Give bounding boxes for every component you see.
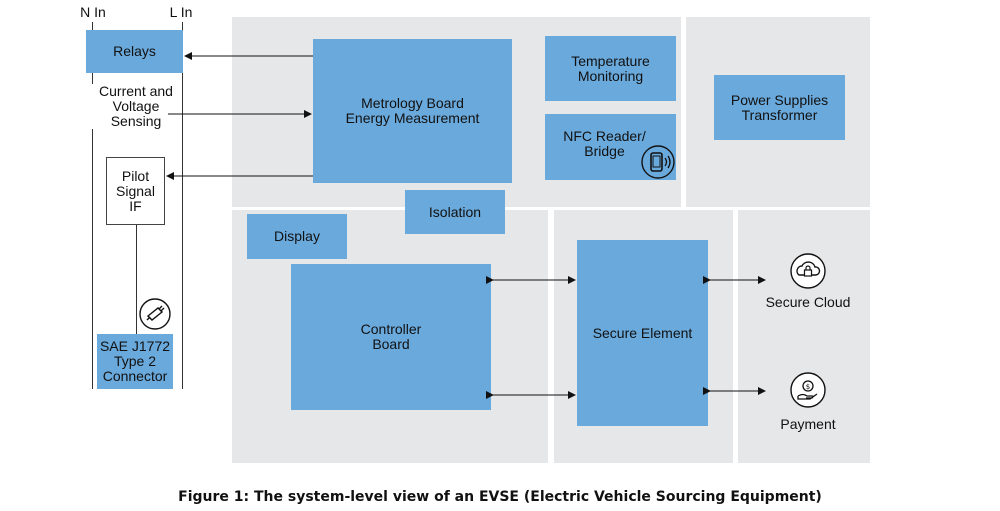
- secure-cloud-lock-icon: [790, 253, 826, 289]
- n-line: [92, 22, 93, 389]
- pilot-signal-label: Pilot Signal IF: [116, 167, 155, 214]
- payment-label: Payment: [780, 416, 836, 432]
- connector-label: SAE J1772 Type 2 Connector: [99, 338, 171, 384]
- nfc-phone-icon: [641, 145, 675, 179]
- l-line: [182, 22, 183, 389]
- display-label: Display: [274, 228, 320, 244]
- pilot-signal-box: Pilot Signal IF: [106, 157, 165, 225]
- n-in-label: N In: [80, 4, 106, 20]
- metrology-label: Metrology Board Energy Measurement: [345, 95, 480, 126]
- power-label: Power Supplies Transformer: [730, 91, 829, 123]
- isolation-box: Isolation: [405, 190, 505, 234]
- relays-box: Relays: [86, 30, 183, 73]
- bottom-right-panel: [738, 210, 870, 463]
- secure-element-label: Secure Element: [592, 324, 693, 341]
- current-voltage-sensing-label: Current and Voltage Sensing: [90, 84, 182, 129]
- svg-text:$: $: [806, 383, 810, 391]
- secure-cloud-label: Secure Cloud: [765, 294, 851, 310]
- temperature-monitoring-box: Temperature Monitoring: [545, 36, 676, 101]
- figure-caption: Figure 1: The system-level view of an EV…: [178, 489, 822, 505]
- display-box: Display: [247, 214, 347, 259]
- connector-box: SAE J1772 Type 2 Connector: [97, 334, 173, 389]
- secure-element-box: Secure Element: [577, 240, 708, 426]
- isolation-label: Isolation: [428, 203, 482, 220]
- metrology-board-box: Metrology Board Energy Measurement: [313, 39, 512, 183]
- controller-label: Controller Board: [360, 321, 422, 352]
- power-supplies-box: Power Supplies Transformer: [714, 75, 845, 140]
- pilot-line: [136, 224, 137, 336]
- ev-plug-icon: [139, 298, 171, 330]
- controller-board-box: Controller Board: [291, 264, 491, 410]
- nfc-label: NFC Reader/ Bridge: [563, 128, 646, 159]
- relays-label: Relays: [113, 43, 156, 59]
- temperature-label: Temperature Monitoring: [571, 52, 650, 84]
- l-in-label: L In: [169, 4, 193, 20]
- payment-hand-coin-icon: $: [790, 372, 826, 408]
